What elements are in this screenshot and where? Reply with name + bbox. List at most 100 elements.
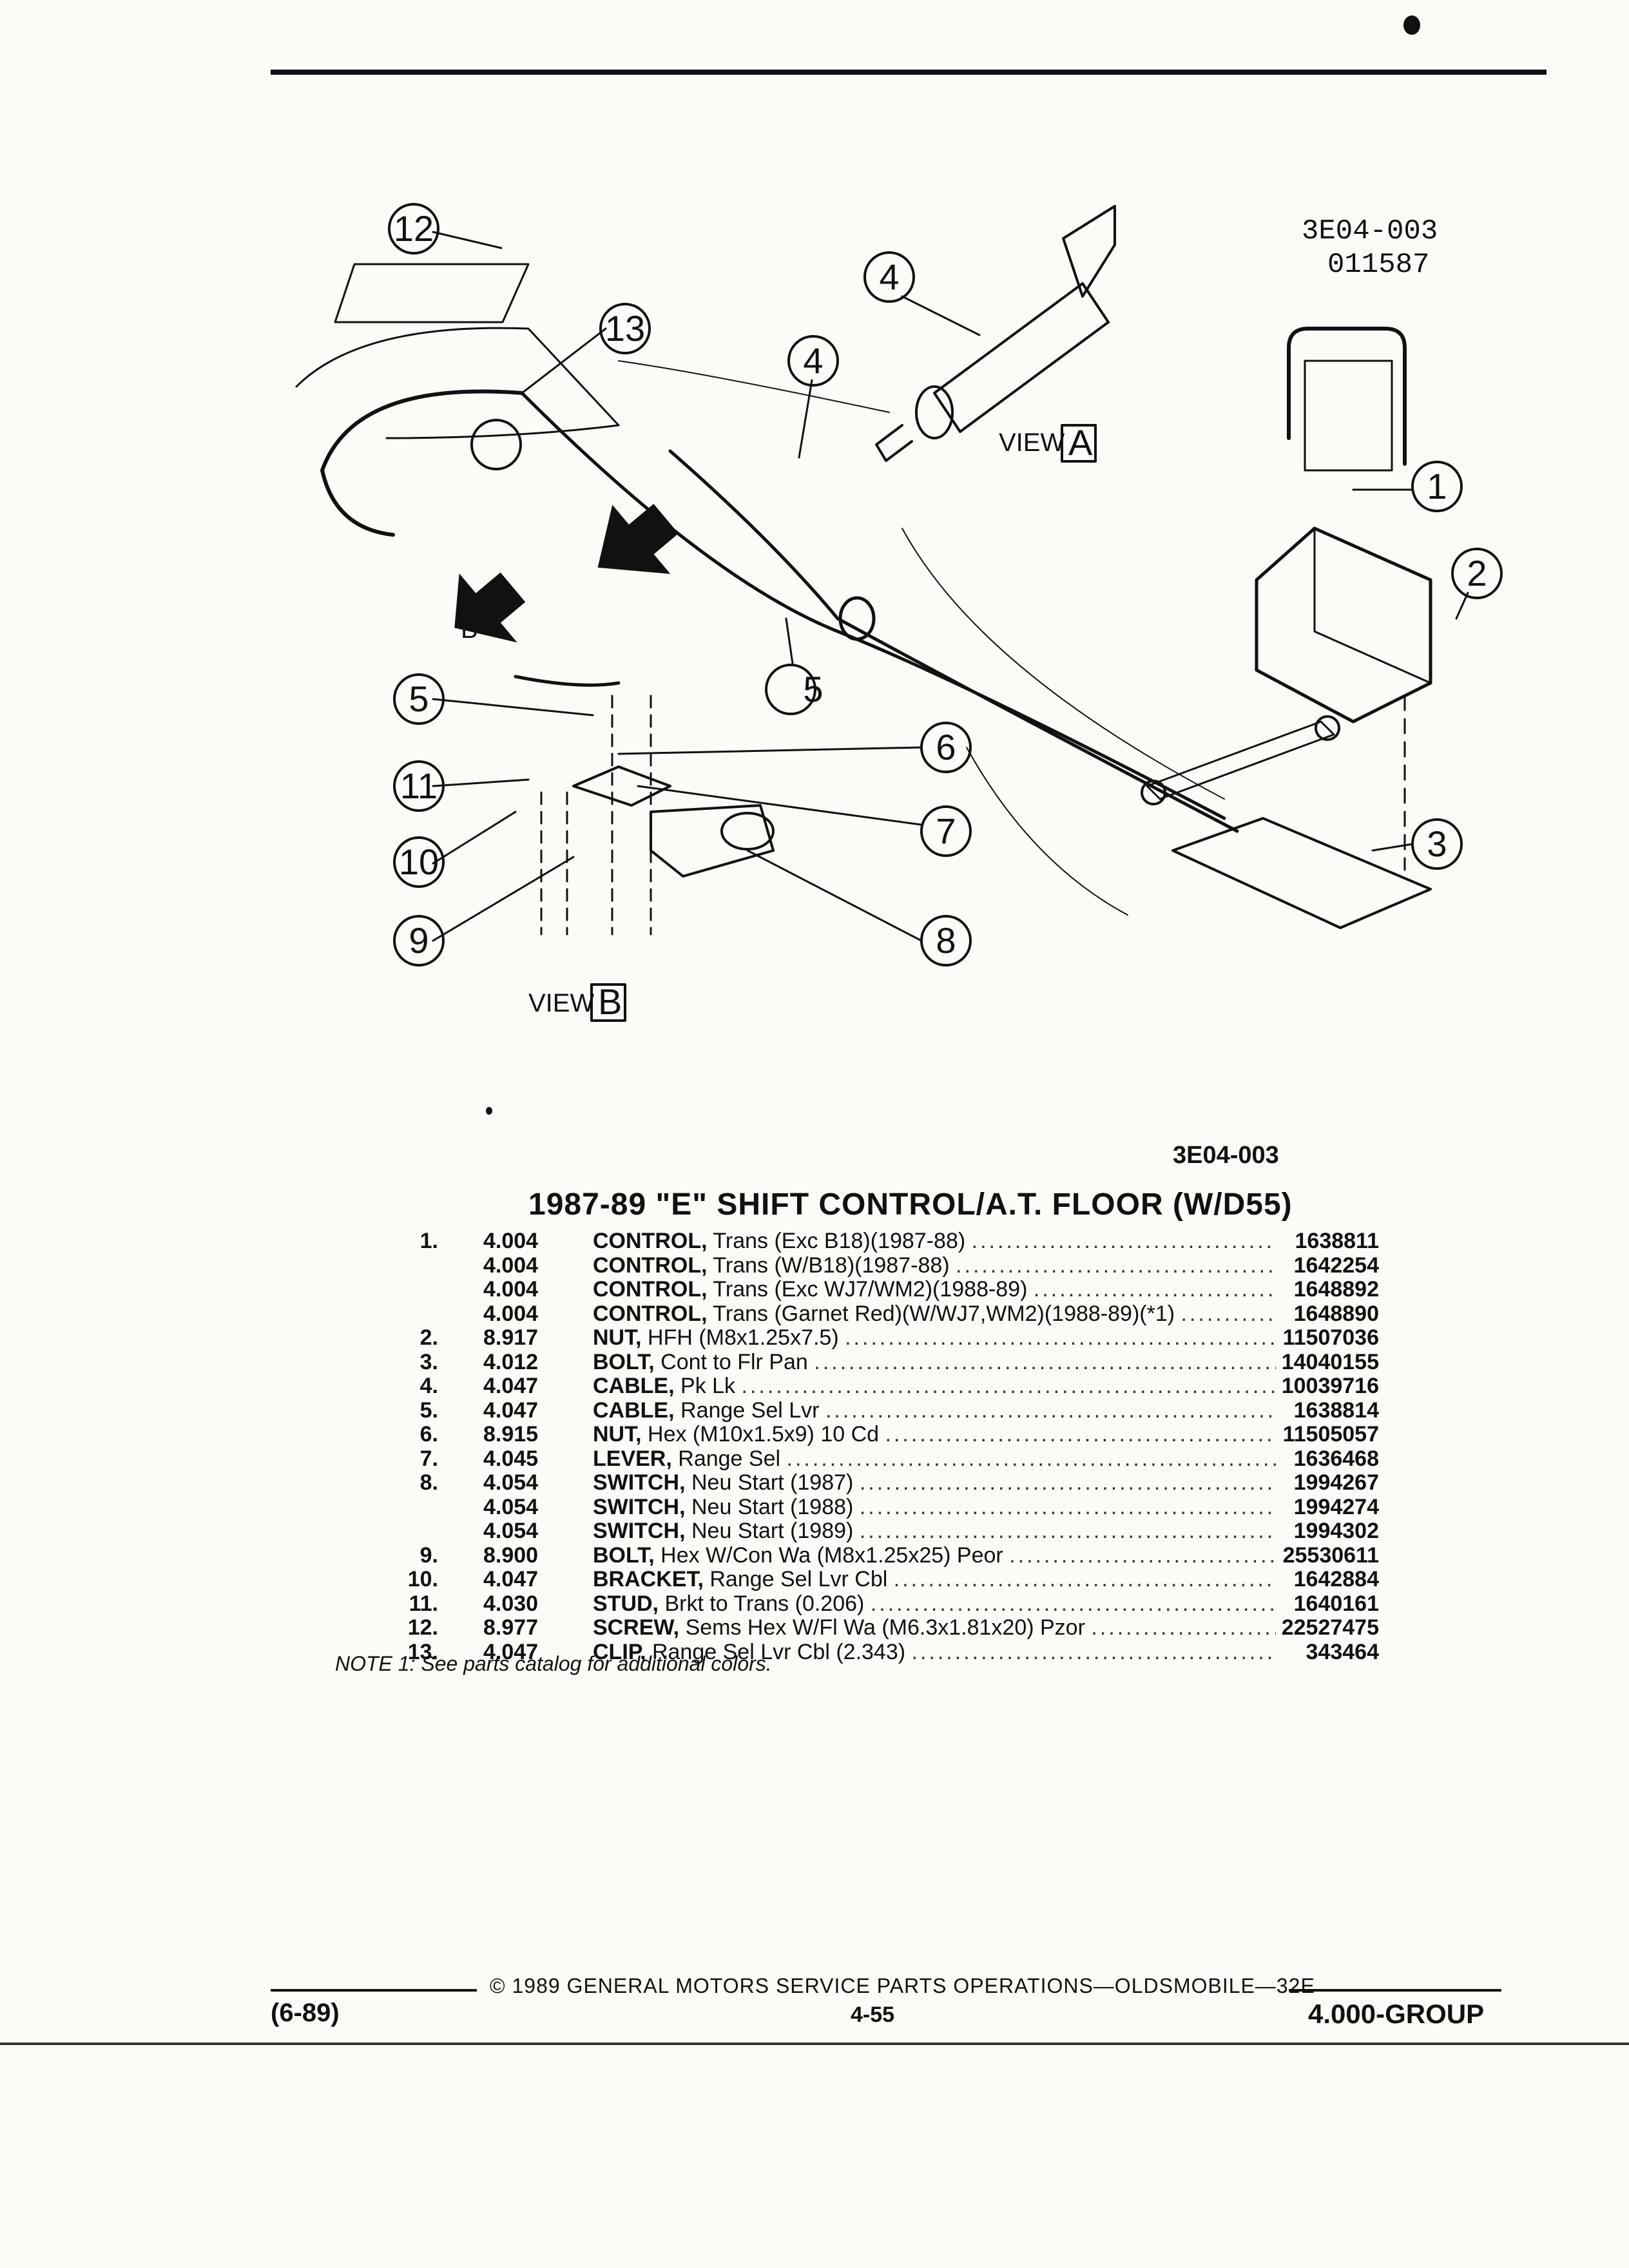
- part-description: CABLE, Range Sel Lvr ...................…: [593, 1399, 1276, 1423]
- part-description: SWITCH, Neu Start (1989) ...............…: [593, 1519, 1276, 1544]
- part-detail: Sems Hex W/Fl Wa (M6.3x1.81x20) Pzor: [685, 1616, 1085, 1640]
- callout-number: 5: [803, 669, 823, 709]
- callout-number: 10: [399, 841, 439, 882]
- part-keyword: BRACKET,: [593, 1568, 704, 1591]
- leader-dots: ........................................…: [893, 1568, 1276, 1591]
- part-detail: Pk Lk: [680, 1374, 736, 1398]
- item-number: 4.: [419, 1374, 438, 1398]
- callout-number: 4: [879, 256, 899, 297]
- leader-dots: ........................................…: [859, 1519, 1276, 1543]
- callout-number: 6: [936, 727, 956, 767]
- part-description: CABLE, Pk Lk ...........................…: [593, 1374, 1276, 1399]
- part-number: 1994274: [1293, 1494, 1379, 1519]
- part-number: 1638811: [1295, 1229, 1380, 1253]
- view-a-letter: A: [1068, 422, 1093, 463]
- callout-number: 7: [936, 811, 956, 851]
- callout-leaders: [432, 231, 1469, 942]
- footer-rule-right: [1289, 1989, 1501, 1992]
- body-contour: [618, 360, 890, 413]
- group-number: 8.915: [483, 1422, 539, 1446]
- part-number: 1994267: [1293, 1470, 1379, 1495]
- view-b-label: VIEW: [528, 989, 594, 1017]
- part-number: 1640161: [1293, 1591, 1379, 1616]
- part-number: 22527475: [1281, 1615, 1379, 1640]
- callout-number: 2: [1467, 553, 1487, 593]
- part-description: SCREW, Sems Hex W/Fl Wa (M6.3x1.81x20) P…: [593, 1616, 1276, 1640]
- part-keyword: BOLT,: [593, 1543, 655, 1568]
- item-number: 1.: [419, 1229, 438, 1253]
- part-number: 1994302: [1293, 1519, 1379, 1543]
- part-number: 1638814: [1293, 1398, 1379, 1423]
- item-number: 12.: [407, 1615, 438, 1640]
- part-keyword: NUT,: [593, 1423, 642, 1446]
- diagram-ref-sub: 011587: [1327, 249, 1429, 281]
- leader-dots: ........................................…: [870, 1591, 1276, 1616]
- leader-dots: ........................................…: [825, 1398, 1276, 1423]
- part-description: CONTROL, Trans (W/B18)(1987-88) ........…: [593, 1254, 1276, 1278]
- part-keyword: LEVER,: [593, 1446, 672, 1471]
- part-description: SWITCH, Neu Start (1988) ...............…: [593, 1495, 1276, 1520]
- part-description: STUD, Brkt to Trans (0.206) ............…: [593, 1592, 1276, 1617]
- part-keyword: CLIP,: [593, 1640, 646, 1664]
- view-b-letter: B: [598, 981, 622, 1022]
- part-description: LEVER, Range Sel .......................…: [593, 1447, 1276, 1472]
- part-description: CONTROL, Trans (Garnet Red)(W/WJ7,WM2)(1…: [593, 1302, 1276, 1327]
- part-keyword: SWITCH,: [593, 1495, 686, 1519]
- part-detail: Cont to Flr Pan: [660, 1350, 808, 1374]
- part-description: BOLT, Cont to Flr Pan ..................…: [593, 1350, 1276, 1375]
- part-detail: Trans (Exc WJ7/WM2)(1988-89): [713, 1278, 1028, 1302]
- part-detail: Neu Start (1989): [691, 1519, 854, 1543]
- page-title: 1987-89 "E" SHIFT CONTROL/A.T. FLOOR (W/…: [528, 1187, 1293, 1222]
- view-b-arrow: B: [454, 572, 526, 644]
- exploded-diagram: A B 3E04-003 011587 VIEW A VIEW B: [258, 168, 1572, 1070]
- footer-page-number: 4-55: [851, 2003, 895, 2027]
- part-number: 1642884: [1293, 1567, 1379, 1591]
- view-b-linkage: [514, 675, 775, 936]
- group-number: 4.030: [483, 1591, 539, 1616]
- cable-grommet: [838, 596, 876, 641]
- floor-tunnel: [966, 747, 1128, 916]
- part-description: CONTROL, Trans (Exc WJ7/WM2)(1988-89) ..…: [593, 1278, 1276, 1302]
- leader-dots: ........................................…: [971, 1229, 1276, 1253]
- part-detail: Hex W/Con Wa (M8x1.25x25) Peor: [660, 1543, 1003, 1568]
- range-cable-loop: [320, 389, 524, 537]
- footer-group: 4.000-GROUP: [1308, 1999, 1485, 2029]
- part-description: SWITCH, Neu Start (1987) ...............…: [593, 1471, 1276, 1495]
- part-detail: Trans (W/B18)(1987-88): [713, 1253, 950, 1278]
- parts-row: 4.054 SWITCH, Neu Start (1988) ..........…: [361, 1495, 1392, 1520]
- steering-column: [875, 205, 1116, 462]
- part-number: 1648892: [1293, 1277, 1379, 1302]
- view-b-arrow-letter: B: [461, 615, 478, 644]
- part-detail: Neu Start (1987): [691, 1471, 854, 1495]
- group-number: 4.004: [483, 1301, 539, 1326]
- part-number: 10039716: [1281, 1374, 1379, 1398]
- part-detail: Neu Start (1988): [691, 1495, 854, 1519]
- group-number: 4.054: [483, 1519, 539, 1543]
- group-number: 4.054: [483, 1470, 539, 1495]
- leader-dots: ........................................…: [1009, 1543, 1276, 1568]
- top-rule: [271, 70, 1547, 75]
- group-number: 4.004: [483, 1253, 539, 1278]
- part-detail: Hex (M10x1.5x9) 10 Cd: [648, 1423, 880, 1446]
- part-number: 1636468: [1293, 1446, 1379, 1471]
- footer-rule-left: [271, 1989, 477, 1992]
- footnote: NOTE 1: See parts catalog for additional…: [335, 1652, 772, 1675]
- part-description: CLIP, Range Sel Lvr Cbl (2.343) ........…: [593, 1640, 1276, 1665]
- part-keyword: CONTROL,: [593, 1253, 708, 1278]
- part-number: 11505057: [1282, 1422, 1379, 1446]
- group-number: 4.054: [483, 1494, 539, 1519]
- callout-number: 9: [409, 920, 429, 961]
- part-keyword: SWITCH,: [593, 1519, 686, 1543]
- part-detail: Brkt to Trans (0.206): [664, 1591, 865, 1616]
- transmission-housing: [295, 327, 620, 439]
- part-detail: HFH (M8x1.25x7.5): [648, 1326, 839, 1350]
- figure-code: 3E04-003: [1173, 1142, 1279, 1169]
